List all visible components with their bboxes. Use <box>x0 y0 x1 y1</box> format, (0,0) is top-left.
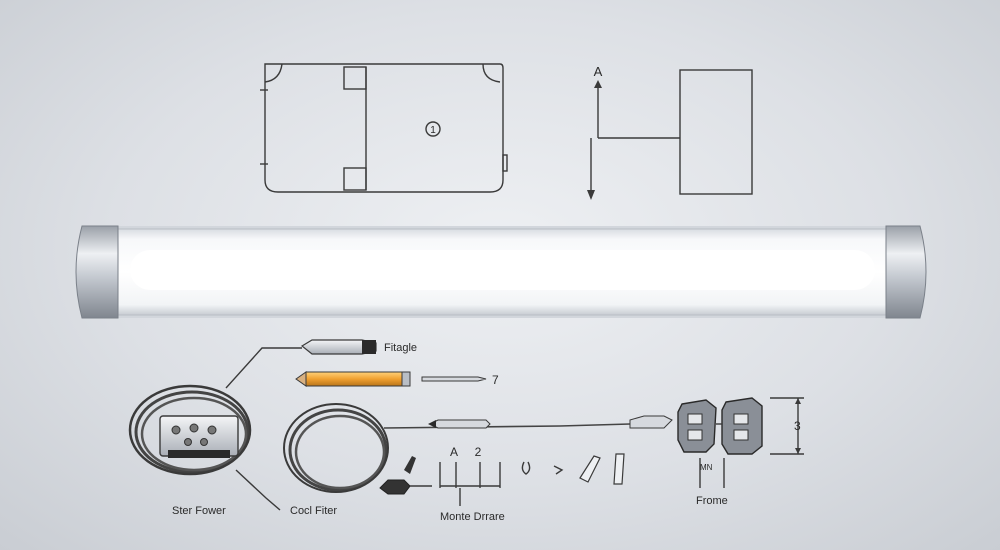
bracket-detail: A <box>587 64 753 200</box>
joint-a-label: A <box>450 445 458 459</box>
housing-plan-drawing: 1 <box>260 63 508 193</box>
joint-2-label: 2 <box>475 445 482 459</box>
joint-bracket: A 2 Monte Drrare <box>439 445 505 523</box>
top-arrow-label: A <box>594 64 603 79</box>
needle-tool <box>421 376 487 382</box>
clip-parts <box>521 453 625 485</box>
pencil <box>295 371 411 387</box>
pencil-number-label: 7 <box>492 373 499 387</box>
stter-power-label: Ster Fower <box>172 505 226 517</box>
tube-end-cap-left <box>75 225 119 319</box>
plug-connector <box>379 479 411 495</box>
cable-probe <box>428 419 491 429</box>
bracket-box <box>679 69 753 195</box>
monte-label: Monte Drrare <box>440 511 505 523</box>
tube-end-cap-right <box>885 225 927 319</box>
coil-filter-label: Cocl Fiter <box>290 505 337 517</box>
arrow-down-icon <box>587 190 595 200</box>
marker-circle <box>425 121 441 137</box>
dimension-label: 3 <box>794 419 801 433</box>
frame-label: Frome <box>696 495 728 507</box>
arrow-up-icon <box>594 80 602 88</box>
marker-circle-label: 1 <box>430 125 436 136</box>
fittings-label: Fitagle <box>384 342 417 354</box>
led-tube <box>75 225 927 319</box>
fittings-group: Fitagle 7 <box>225 339 499 389</box>
power-driver-coil: Ster Fower <box>128 384 281 517</box>
frame-mark-label: MN <box>700 463 713 472</box>
coil-filter: Cocl Fiter <box>283 403 631 517</box>
connector-frame: MN Frome 3 <box>629 397 804 507</box>
